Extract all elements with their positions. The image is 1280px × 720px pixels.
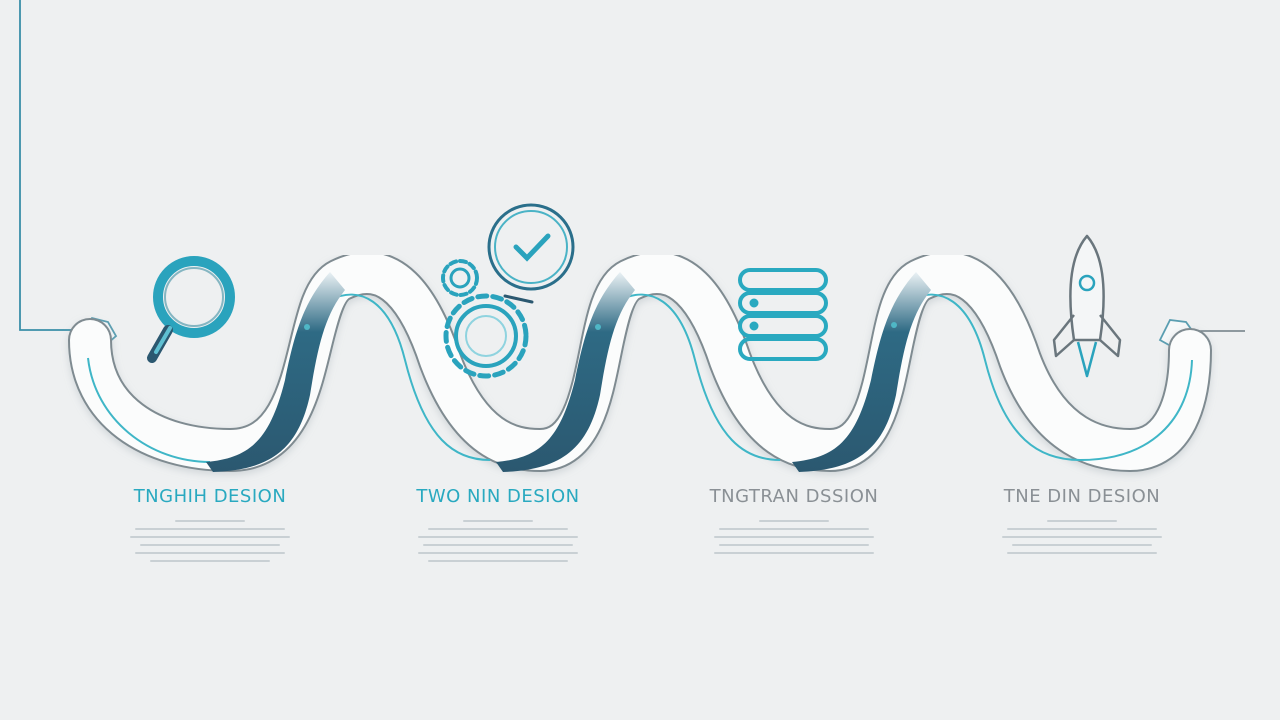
ribbon-wave <box>68 251 1212 473</box>
database-icon <box>738 268 828 361</box>
stage-4-description <box>992 520 1172 560</box>
stage-1-description <box>120 520 300 568</box>
wave-dots <box>304 322 897 330</box>
stage-4-title: TNE DIN DESION <box>1003 486 1161 507</box>
stage-1-title: TNGHIH DESION <box>133 486 287 507</box>
stage-3-title: TNGTRAN DSSION <box>709 486 879 507</box>
stage-3-description <box>704 520 884 560</box>
gears-check-icon <box>441 203 575 379</box>
teal-outline <box>87 293 1193 463</box>
magnifier-icon <box>147 256 235 363</box>
stage-2-title: TWO NIN DESION <box>416 486 580 507</box>
rocket-icon <box>1052 234 1122 378</box>
stage-2-description <box>408 520 588 568</box>
frame-line <box>19 0 85 331</box>
dark-segments <box>206 272 931 472</box>
